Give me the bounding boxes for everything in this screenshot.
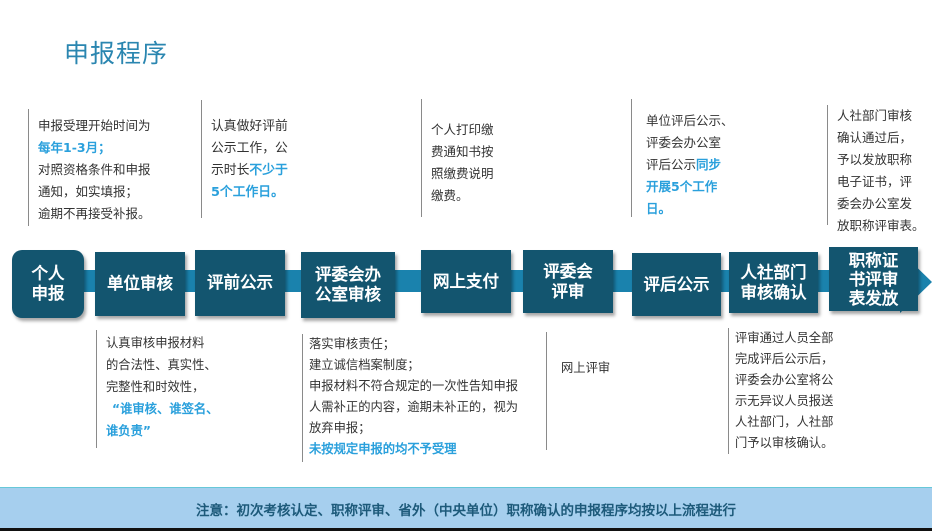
step-pre-publicity: 评前公示 (195, 250, 285, 316)
step-label: 书评审 (848, 269, 899, 289)
note-line: 通知，如实填报； (38, 184, 139, 199)
step-label: 个人 (31, 264, 65, 283)
page-title: 申报程序 (64, 39, 169, 68)
note-line: 人社部门审核 (837, 108, 913, 123)
note-pre-publicity: 认真做好评前 公示工作，公 示时长不少于 5个工作日。 (201, 100, 311, 218)
step-label: 表发放 (848, 288, 899, 308)
step-committee-office-review: 评委会办 公室审核 (301, 252, 395, 318)
footer-notice: 注意：初次考核认定、职称评审、省外（中央单位）职称确认的申报程序均按以上流程进行 (0, 487, 932, 529)
step-label: 职称证 (848, 250, 899, 270)
step-label: 网上支付 (433, 271, 499, 291)
note-line: 评委会办公室将公 (735, 373, 834, 387)
step-post-publicity: 评后公示 (632, 253, 721, 316)
note-hr-confirmation: 评审通过人员全部 完成评后公示后， 评委会办公室将公 示无异议人员报送 人社部门… (728, 328, 848, 454)
note-highlight: “谁审核、谁签名、 (112, 402, 219, 416)
note-line: 示无异议人员报送 (735, 394, 834, 408)
note-line: 认真审核申报材料 (106, 336, 205, 350)
note-line: 网上评审 (561, 361, 611, 375)
note-highlight: 每年1-3月； (38, 140, 111, 155)
note-apply-period: 申报受理开始时间为 每年1-3月； 对照资格条件和申报 通知，如实填报； 逾期不… (28, 109, 178, 226)
note-line: 公示工作，公 (211, 141, 288, 156)
note-line: 委会办公室发 (837, 196, 913, 211)
note-line: 完成评后公示后， (735, 352, 834, 366)
step-unit-review: 单位审核 (95, 252, 185, 316)
note-line: 放弃申报； (309, 421, 371, 435)
note-online-review: 网上评审 (546, 332, 626, 450)
step-hr-confirmation: 人社部门 审核确认 (729, 252, 818, 313)
note-text: 示时长 (211, 163, 250, 178)
note-line: 申报材料不符合规定的一次性告知申报 (309, 379, 519, 393)
note-line: 人社部门，人社部 (735, 415, 834, 429)
note-line: 个人打印缴 (431, 122, 494, 137)
note-line: 完整性和时效性， (106, 380, 205, 394)
note-highlight: 开展5个工作 (646, 179, 718, 194)
step-personal-apply: 个人 申报 (12, 250, 84, 318)
note-line: 单位评后公示、 (646, 113, 734, 128)
note-text: 评后公示 (646, 157, 697, 172)
note-line: 放职称评审表。 (837, 218, 925, 233)
note-line: 门予以审核确认。 (735, 436, 834, 450)
note-line: 缴费。 (431, 188, 469, 203)
note-highlight: 未按规定申报的均不予受理 (309, 442, 457, 456)
note-payment: 个人打印缴 费通知书按 照缴费说明 缴费。 (421, 99, 632, 217)
note-highlight: 谁负责” (106, 424, 151, 438)
note-highlight: 同步 (696, 157, 722, 172)
note-line: 对照资格条件和申报 (38, 162, 151, 177)
step-label: 单位审核 (107, 274, 173, 293)
step-label: 申报 (31, 284, 65, 303)
step-label: 评后公示 (643, 274, 710, 294)
step-certificate-issue: 职称证 书评审 表发放 (829, 247, 918, 311)
note-line: 费通知书按 (431, 144, 494, 159)
note-line: 示时长不少于 (211, 160, 311, 182)
note-highlight: 5个工作日。 (211, 185, 284, 200)
note-line: 评委会办公室 (646, 135, 722, 150)
note-unit-review: 认真审核申报材料 的合法性、真实性、 完整性和时效性， “谁审核、谁签名、 谁负… (96, 330, 256, 448)
note-highlight: 日。 (646, 201, 672, 216)
footer-divider (0, 528, 932, 531)
note-line: 建立诚信档案制度； (309, 358, 420, 372)
note-line: 逾期不再接受补报。 (38, 206, 151, 221)
note-line: 认真做好评前 (211, 119, 288, 134)
note-certificate: 人社部门审核 确认通过后， 予以发放职称 电子证书，评 委会办公室发 放职称评审… (827, 105, 932, 233)
note-post-publicity: 单位评后公示、 评委会办公室 评后公示同步 开展5个工作 日。 (632, 100, 752, 217)
step-label: 评审 (551, 281, 585, 301)
note-line: 评审通过人员全部 (735, 331, 834, 345)
step-label: 审核确认 (740, 282, 807, 302)
step-label: 评委会 (543, 261, 593, 281)
note-line: 电子证书，评 (837, 174, 913, 189)
note-highlight: 不少于 (249, 163, 288, 178)
step-label: 评委会办 (315, 265, 381, 284)
step-online-payment: 网上支付 (421, 250, 511, 313)
note-line: 评后公示同步 (646, 154, 752, 176)
note-line: 申报受理开始时间为 (38, 118, 151, 133)
note-line: 予以发放职称 (837, 152, 913, 167)
note-line: 落实审核责任； (309, 337, 396, 351)
note-line: 照缴费说明 (431, 166, 494, 181)
note-line: 确认通过后， (837, 130, 913, 145)
footer-text: 注意：初次考核认定、职称评审、省外（中央单位）职称确认的申报程序均按以上流程进行 (196, 502, 736, 519)
step-label: 人社部门 (740, 262, 807, 282)
step-committee-review: 评委会 评审 (523, 250, 613, 313)
note-line: 的合法性、真实性、 (106, 358, 217, 372)
step-label: 公室审核 (315, 285, 381, 304)
note-line: 人需补正的内容，逾期未补正的，视为 (309, 400, 519, 414)
step-label: 评前公示 (207, 273, 273, 292)
note-committee-office-review: 落实审核责任； 建立诚信档案制度； 申报材料不符合规定的一次性告知申报 人需补正… (302, 334, 547, 462)
